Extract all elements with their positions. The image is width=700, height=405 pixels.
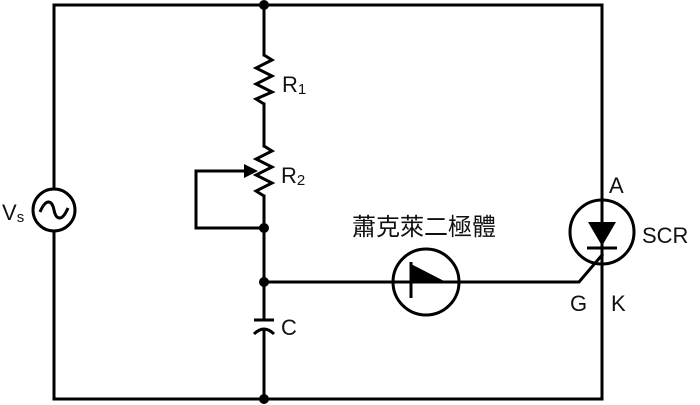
scr-anode-label: A <box>609 173 624 198</box>
junction-bottom <box>259 394 269 404</box>
scr-cathode-label: K <box>611 291 626 316</box>
wiper-arrow-icon <box>244 164 258 178</box>
capacitor-icon <box>252 318 276 336</box>
junction-cap <box>259 277 269 287</box>
wire-diode-to-gate <box>457 252 605 284</box>
junction-r2 <box>259 223 269 233</box>
junction-top <box>259 0 269 10</box>
shockley-label: 蕭克萊二極體 <box>352 213 496 241</box>
capacitor-label: C <box>281 315 297 340</box>
scr-icon <box>568 198 636 266</box>
source-label: Vs <box>2 200 24 226</box>
scr-label: SCR <box>642 223 688 248</box>
r1-label: R1 <box>282 72 306 98</box>
r2-label: R2 <box>281 163 305 189</box>
shockley-diode-icon <box>380 247 472 317</box>
resistor-icon <box>252 53 276 106</box>
scr-gate-label: G <box>570 291 587 316</box>
wire-r2-loop <box>194 169 266 230</box>
potentiometer-icon <box>252 144 276 198</box>
ac-source-icon <box>31 187 77 233</box>
